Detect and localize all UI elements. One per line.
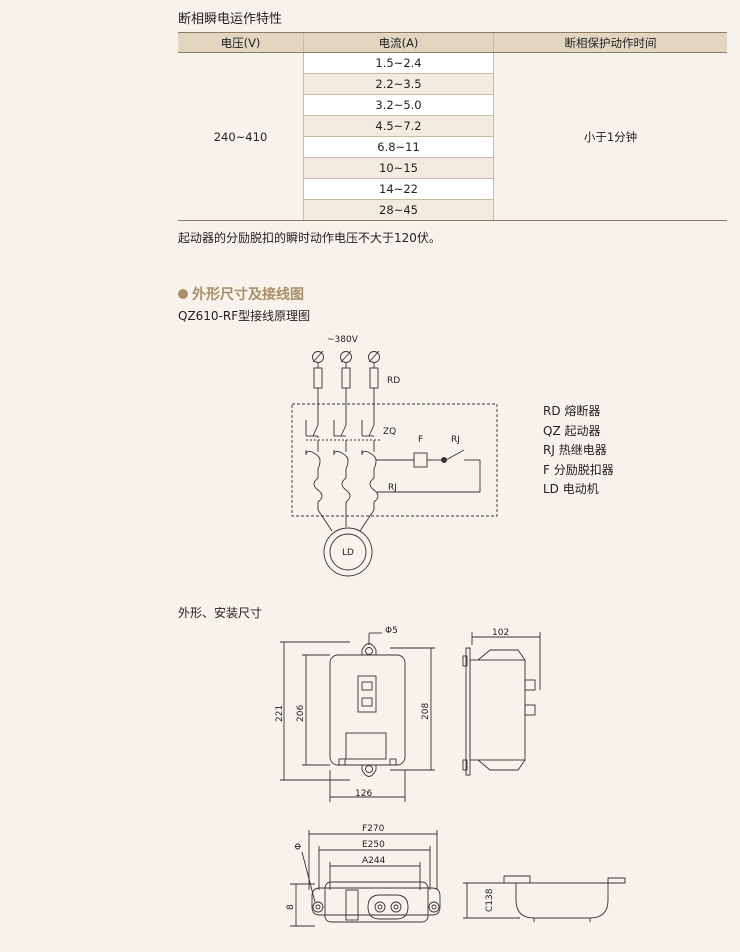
cell-current: 28~45 <box>303 199 494 221</box>
label-zq: ZQ <box>383 427 396 437</box>
legend-item: RD 熔断器 <box>543 404 601 418</box>
dim-208: 208 <box>421 703 431 720</box>
table-row: 28~45 <box>178 199 727 221</box>
label-rj-mid: RJ <box>388 483 397 493</box>
cell-current: 2.2~3.5 <box>303 73 494 95</box>
heading-text: 外形尺寸及接线图 <box>192 287 304 303</box>
table-row: 2.2~3.5 <box>178 73 727 95</box>
label-motor: LD <box>342 548 354 558</box>
dim-f270: F270 <box>362 824 385 834</box>
dim-hole: Φ5 <box>385 626 398 636</box>
bottom-view-outline <box>311 881 441 923</box>
dim-8: 8 <box>286 904 296 910</box>
legend-item: LD 电动机 <box>543 482 599 496</box>
cell-current: 6.8~11 <box>303 136 494 158</box>
dim-a244: A244 <box>362 856 386 866</box>
cell-voltage: 240~410 <box>178 52 304 221</box>
dim-phi: Φ <box>294 843 304 850</box>
starter-enclosure-dashed <box>291 403 498 517</box>
table-row: 240~410 1.5~2.4 小于1分钟 <box>178 52 727 221</box>
power-terminal-icon <box>312 350 380 363</box>
end-view-outline <box>496 875 626 922</box>
table-row: 3.2~5.0 <box>178 94 727 116</box>
shunt-trip-coil-icon <box>413 452 428 468</box>
section-title-characteristics: 断相瞬电运作特性 <box>178 12 283 27</box>
rj-contact-blade-icon <box>445 449 465 461</box>
motor-icon <box>323 527 373 577</box>
header-current: 电流(A) <box>303 32 494 53</box>
dim-221: 221 <box>275 705 285 722</box>
section-heading-dimensions-wiring: 外形尺寸及接线图 <box>178 284 304 304</box>
main-contact-icon <box>305 420 375 437</box>
legend-item: F 分励脱扣器 <box>543 462 614 477</box>
dim-102: 102 <box>492 628 509 638</box>
wiring-legend: RD 熔断器 QZ 起动器 RJ 热继电器 F 分励脱扣器 LD 电动机 <box>543 402 614 500</box>
bullet-dot-icon <box>178 289 188 299</box>
label-rd: RD <box>387 376 400 386</box>
cell-current: 14~22 <box>303 178 494 200</box>
legend-item: RJ 热继电器 <box>543 443 607 457</box>
cell-current: 3.2~5.0 <box>303 94 494 116</box>
dimensions-title: 外形、安装尺寸 <box>178 606 263 620</box>
cell-time: 小于1分钟 <box>493 52 727 221</box>
header-time: 断相保护动作时间 <box>493 32 727 53</box>
fuse-icon <box>313 367 379 389</box>
dim-e250: E250 <box>362 840 385 850</box>
table-row: 6.8~11 <box>178 136 727 158</box>
characteristics-table: 电压(V) 电流(A) 断相保护动作时间 240~410 1.5~2.4 小于1… <box>178 32 727 221</box>
front-view-outline <box>329 643 406 777</box>
cell-current: 10~15 <box>303 157 494 179</box>
side-view-outline <box>462 647 536 776</box>
header-voltage: 电压(V) <box>178 32 304 53</box>
dim-126: 126 <box>355 789 372 799</box>
label-f: F <box>418 435 423 445</box>
table-row: 10~15 <box>178 157 727 179</box>
thermal-relay-element-icon <box>305 450 377 469</box>
legend-item: QZ 起动器 <box>543 423 601 438</box>
rj-contact-dot-icon <box>441 457 447 463</box>
table-header-row: 电压(V) 电流(A) 断相保护动作时间 <box>178 32 727 53</box>
label-voltage: ~380V <box>327 335 359 345</box>
cell-current: 1.5~2.4 <box>303 52 494 74</box>
wiring-diagram-title: QZ610-RF型接线原理图 <box>178 309 311 323</box>
table-row: 14~22 <box>178 178 727 200</box>
cell-current: 4.5~7.2 <box>303 115 494 137</box>
trip-voltage-note: 起动器的分励脱扣的瞬时动作电压不大于120伏。 <box>178 231 441 245</box>
dim-206: 206 <box>296 705 306 722</box>
table-row: 4.5~7.2 <box>178 115 727 137</box>
label-rj-top: RJ <box>451 435 460 445</box>
dim-c138: C138 <box>485 888 495 912</box>
